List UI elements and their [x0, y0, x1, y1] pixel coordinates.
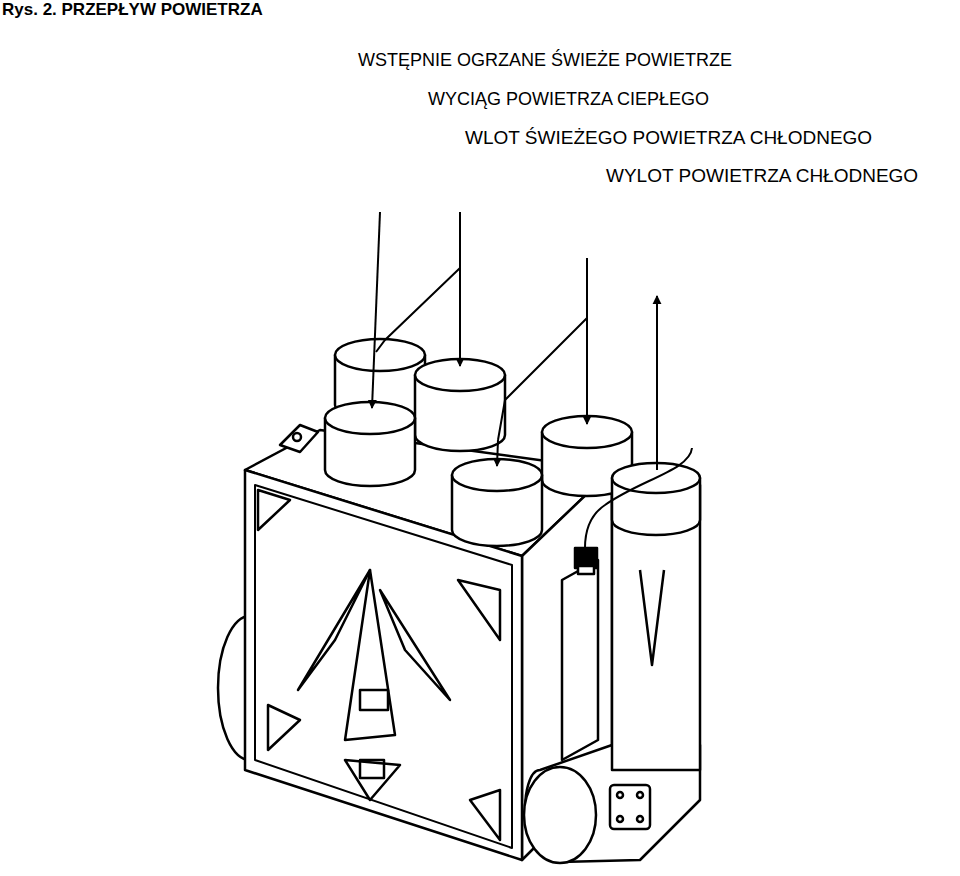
- airflow-label: WLOT ŚWIEŻEGO POWIETRZA CHŁODNEGO: [465, 127, 872, 149]
- figure-title: Rys. 2. PRZEPŁYW POWIETRZA: [2, 0, 263, 20]
- airflow-label: WSTĘPNIE OGRZANE ŚWIEŻE POWIETRZE: [358, 50, 732, 71]
- airflow-label: WYCIĄG POWIETRZA CIEPŁEGO: [428, 89, 709, 110]
- airflow-label: WYLOT POWIETRZA CHŁODNEGO: [606, 165, 918, 187]
